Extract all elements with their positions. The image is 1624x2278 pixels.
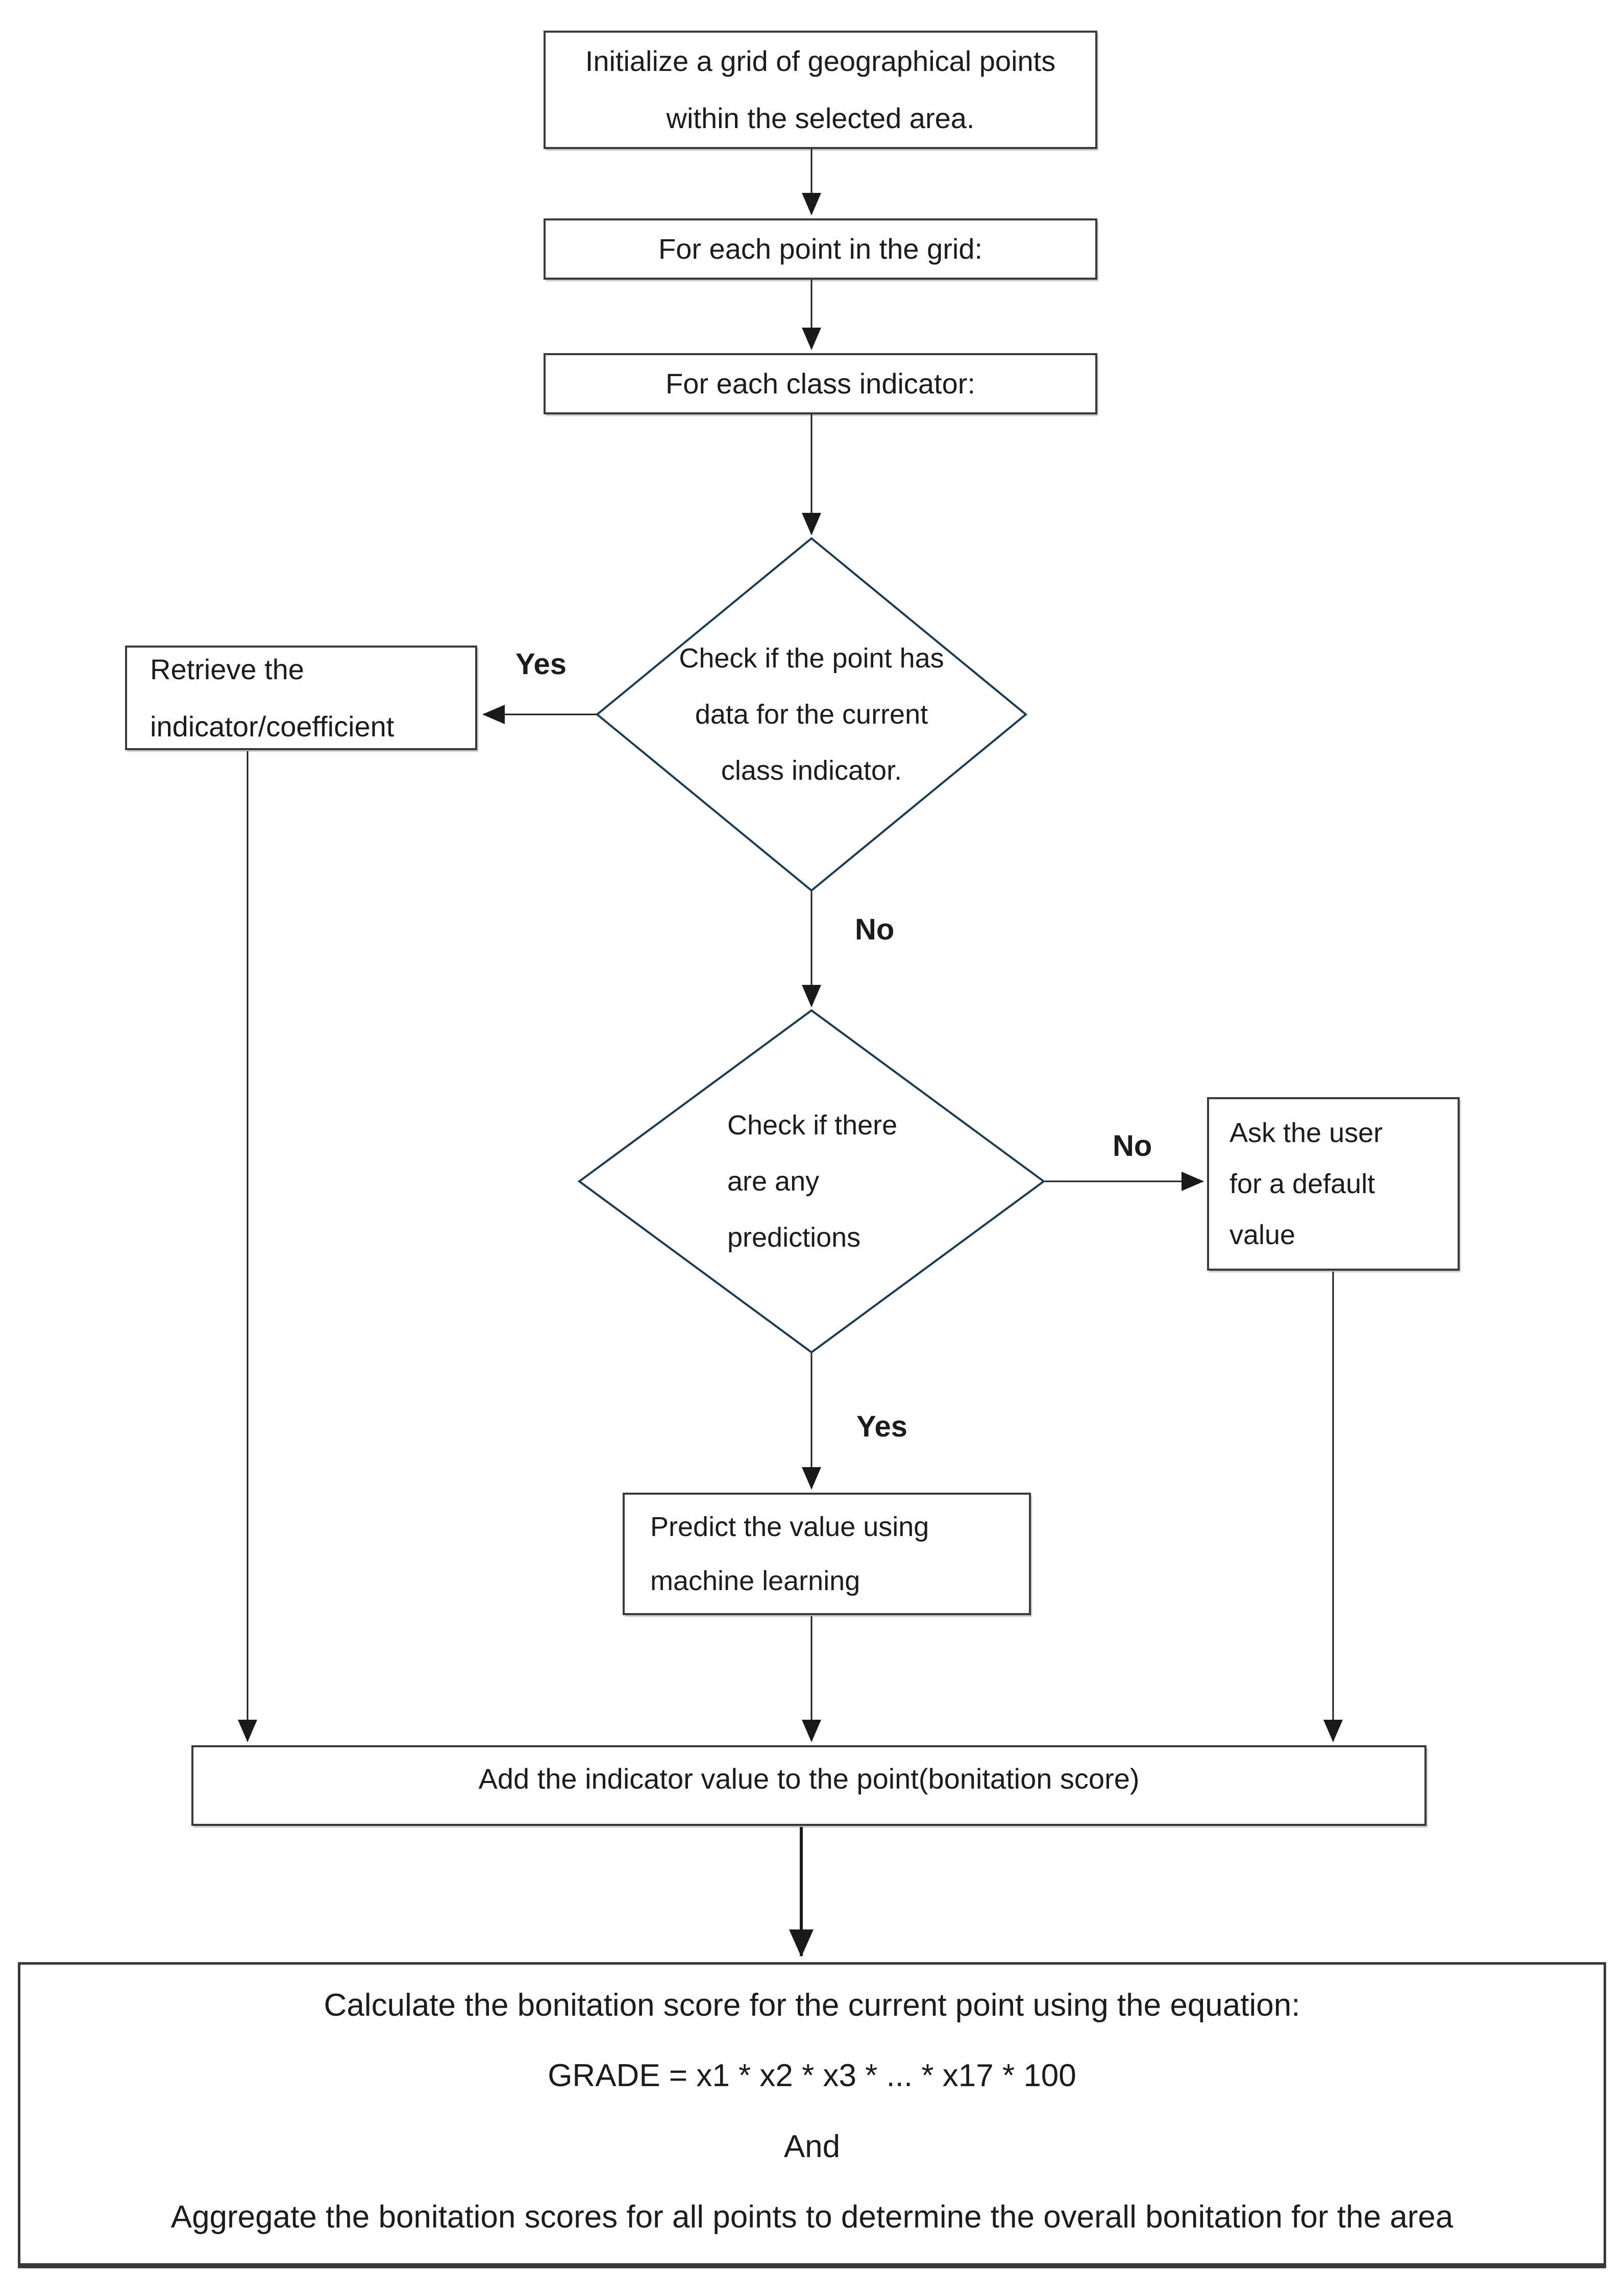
- node-ask-line2: for a default: [1229, 1169, 1375, 1199]
- diamond-check-point-data: [595, 537, 1028, 892]
- node-calc-line4: Aggregate the bonitation scores for all …: [170, 2199, 1454, 2235]
- node-calc-line3: And: [783, 2128, 841, 2164]
- node-retrieve-line1: Retrieve the: [150, 653, 304, 685]
- node-predict-line2: machine learning: [650, 1566, 860, 1596]
- diamond2-line1: Check if there: [727, 1110, 898, 1141]
- diamond2-line3: predictions: [727, 1222, 861, 1253]
- node-calc-line2: GRADE = x1 * x2 * x3 * ... * x17 * 100: [548, 2058, 1076, 2094]
- node-predict-line1: Predict the value using: [650, 1512, 929, 1542]
- diamond1-line1: Check if the point has: [679, 643, 944, 674]
- node-for-each-class: For each class indicator:: [544, 353, 1097, 414]
- node-initialize-grid-line1: Initialize a grid of geographical points: [585, 45, 1056, 77]
- node-add-indicator-value: Add the indicator value to the point(bon…: [191, 1745, 1426, 1826]
- node-calculate-bonitation: Calculate the bonitation score for the c…: [18, 1962, 1606, 2268]
- diamond-check-predictions: [577, 1009, 1046, 1354]
- node-ask-line1: Ask the user: [1229, 1118, 1383, 1148]
- edge-label-no-predictions: No: [855, 913, 895, 946]
- node-retrieve-line2: indicator/coefficient: [150, 710, 395, 742]
- diamond-check-predictions-text: Check if there are any predictions: [727, 1095, 1044, 1268]
- edge-label-yes-retrieve: Yes: [515, 648, 567, 681]
- node-for-each-point: For each point in the grid:: [544, 218, 1097, 280]
- diamond2-line2: are any: [727, 1166, 820, 1197]
- node-for-each-class-label: For each class indicator:: [666, 367, 975, 400]
- node-for-each-point-label: For each point in the grid:: [658, 233, 983, 265]
- node-ask-line3: value: [1229, 1220, 1296, 1250]
- node-initialize-grid: Initialize a grid of geographical points…: [544, 31, 1097, 149]
- diamond1-line2: data for the current: [695, 699, 928, 730]
- node-add-indicator-label: Add the indicator value to the point(bon…: [478, 1763, 1140, 1795]
- node-calc-line1: Calculate the bonitation score for the c…: [324, 1988, 1300, 2023]
- edge-label-no-ask-user: No: [1113, 1129, 1152, 1162]
- node-predict-ml: Predict the value using machine learning: [623, 1493, 1031, 1615]
- node-initialize-grid-line2: within the selected area.: [666, 102, 975, 134]
- node-ask-user-default: Ask the user for a default value: [1207, 1097, 1460, 1271]
- diamond-check-point-data-text: Check if the point has data for the curr…: [597, 628, 1026, 801]
- node-retrieve-indicator: Retrieve the indicator/coefficient: [125, 646, 477, 750]
- edge-label-yes-predict: Yes: [856, 1410, 907, 1443]
- diamond1-line3: class indicator.: [721, 755, 902, 786]
